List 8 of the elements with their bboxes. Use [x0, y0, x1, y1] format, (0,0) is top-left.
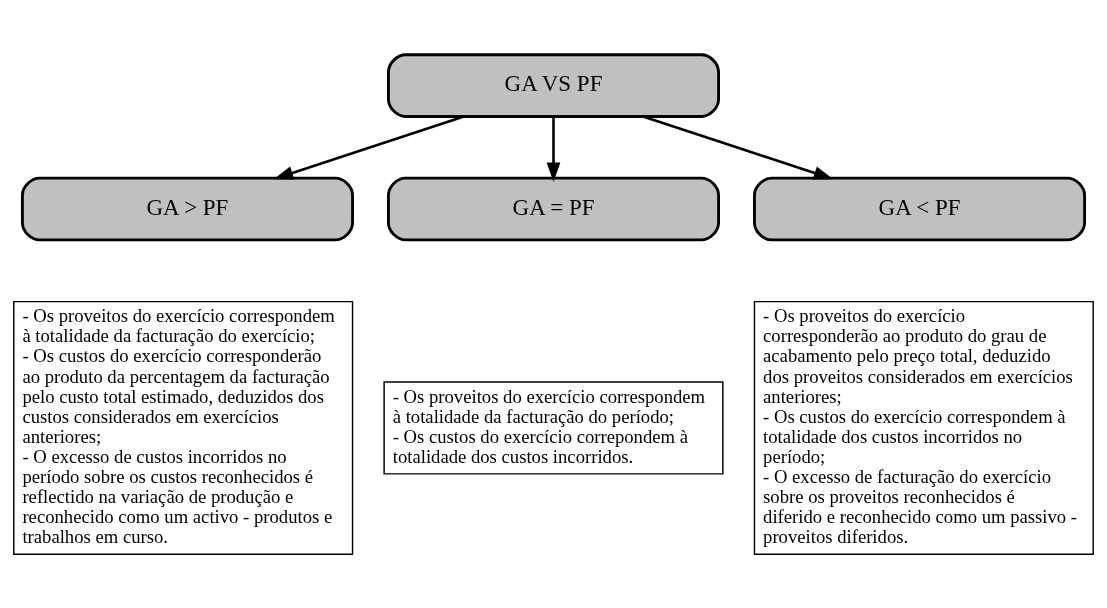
node-box: GA > PF	[20, 176, 354, 241]
node-box: GA VS PF	[387, 52, 720, 118]
node-box: - Os proveitos do exercício corresponderão ao produto do grau de acabamento pelo preço total, deduzido dos proveitos considerados em exercícios anteriores; - Os custos do exercício correspondem à totalidade dos custos incorridos no período; - O excesso de facturação do exercício sobre os proveitos reconhecidos é diferido e reconhecido como um passivo - proveitos diferidos.	[753, 300, 1094, 555]
node-box: - Os proveitos do exercício correspondem à totalidade da facturação do exercício; - Os custos do exercício corresponderão ao produto da percentagem da facturação pelo custo total estimado, deduzidos dos custos considerados em exercícios anteriores; - O excesso de custos incorridos no período sobre os custos reconhecidos é reflectido na variação de produção e reconhecido como um activo - produtos e trabalhos em curso.	[13, 300, 354, 555]
node-box: GA = PF	[387, 176, 720, 241]
arrow	[546, 116, 561, 182]
node-box: - Os proveitos do exercício correspondem à totalidade da facturação do período; - Os custos do exercício correpondem à totalidade dos custos incorridos.	[383, 380, 724, 475]
node-box: GA < PF	[753, 176, 1087, 241]
